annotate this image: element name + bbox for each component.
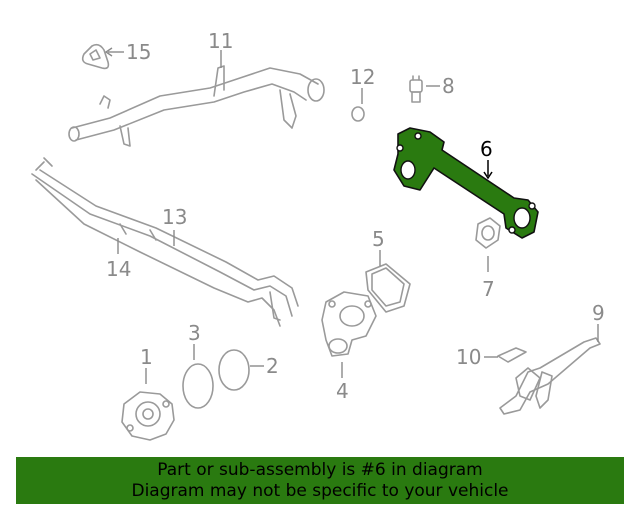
- callout-14[interactable]: 14: [106, 257, 131, 281]
- part-13-14-pipes: [31, 157, 299, 327]
- callout-11[interactable]: 11: [208, 29, 233, 53]
- part-1-water-pump: [121, 391, 175, 441]
- part-12-o-ring: [351, 106, 365, 122]
- callout-2[interactable]: 2: [266, 354, 279, 378]
- part-6-highlighted-pipe: [393, 127, 539, 239]
- part-9-bypass-pipe: [499, 337, 601, 415]
- part-15-clip: [81, 43, 110, 70]
- callout-15[interactable]: 15: [126, 40, 151, 64]
- part-8-sensor: [409, 75, 423, 103]
- banner-line-2: Diagram may not be specific to your vehi…: [131, 481, 509, 501]
- callout-12[interactable]: 12: [350, 65, 375, 89]
- callout-3[interactable]: 3: [188, 321, 201, 345]
- part-7-gasket: [475, 217, 501, 249]
- callout-7[interactable]: 7: [482, 277, 495, 301]
- info-banner: Part or sub-assembly is #6 in diagram Di…: [16, 457, 624, 504]
- callout-8[interactable]: 8: [442, 74, 455, 98]
- part-11-water-pipe: [68, 65, 325, 147]
- banner-line-1: Part or sub-assembly is #6 in diagram: [157, 460, 483, 480]
- callout-5[interactable]: 5: [372, 227, 385, 251]
- callout-6[interactable]: 6: [480, 137, 493, 161]
- callout-13[interactable]: 13: [162, 205, 187, 229]
- part-3-o-ring: [182, 363, 214, 409]
- part-2-o-ring: [218, 349, 250, 391]
- callout-1[interactable]: 1: [140, 345, 153, 369]
- part-10-gasket: [497, 347, 527, 363]
- callout-9[interactable]: 9: [592, 301, 605, 325]
- part-4-thermostat-housing: [321, 291, 377, 357]
- callout-10[interactable]: 10: [456, 345, 481, 369]
- callout-4[interactable]: 4: [336, 379, 349, 403]
- part-5-gasket: [365, 263, 411, 313]
